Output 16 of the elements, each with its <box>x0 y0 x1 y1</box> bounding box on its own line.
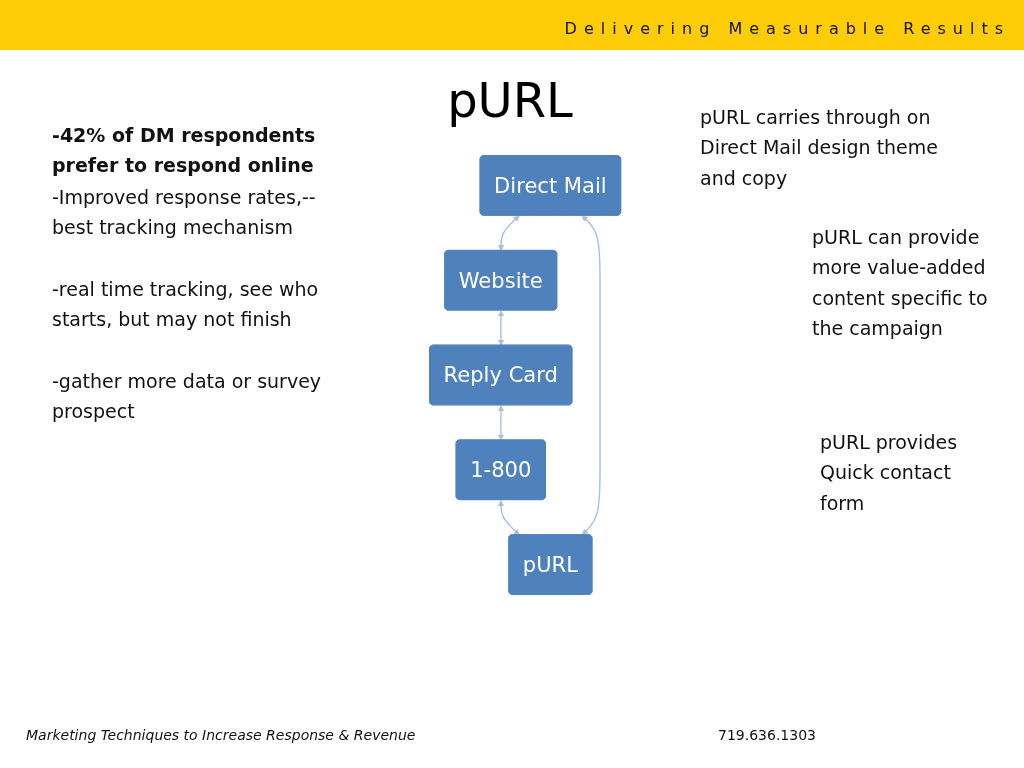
tagline: Delivering Measurable Results <box>563 18 1010 40</box>
note-text: pURL provides Quick contact form <box>820 430 959 516</box>
bullet-text: -real time tracking, see who starts, but may not finish <box>52 277 320 333</box>
note-text: pURL carries through on Direct Mail design theme and copy <box>700 105 939 191</box>
bullet-text: -gather more data or survey prospect <box>52 369 322 425</box>
note-text: pURL can provide more value-added content specific to the campaign <box>812 225 989 342</box>
footer-text: Marketing Techniques to Increase Response & Revenue <box>26 726 417 745</box>
arrow <box>497 215 520 251</box>
arrow <box>497 499 520 536</box>
phone-number: 719.636.1303 <box>718 726 817 745</box>
arrow <box>497 310 504 346</box>
arrow <box>581 215 601 536</box>
bullet-text: -Improved response rates,--best tracking mechanism <box>52 185 317 241</box>
slide-title: pURL <box>446 72 574 128</box>
arrow <box>497 405 504 441</box>
bullet-text: -42% of DM respondents prefer to respond online <box>52 123 317 179</box>
